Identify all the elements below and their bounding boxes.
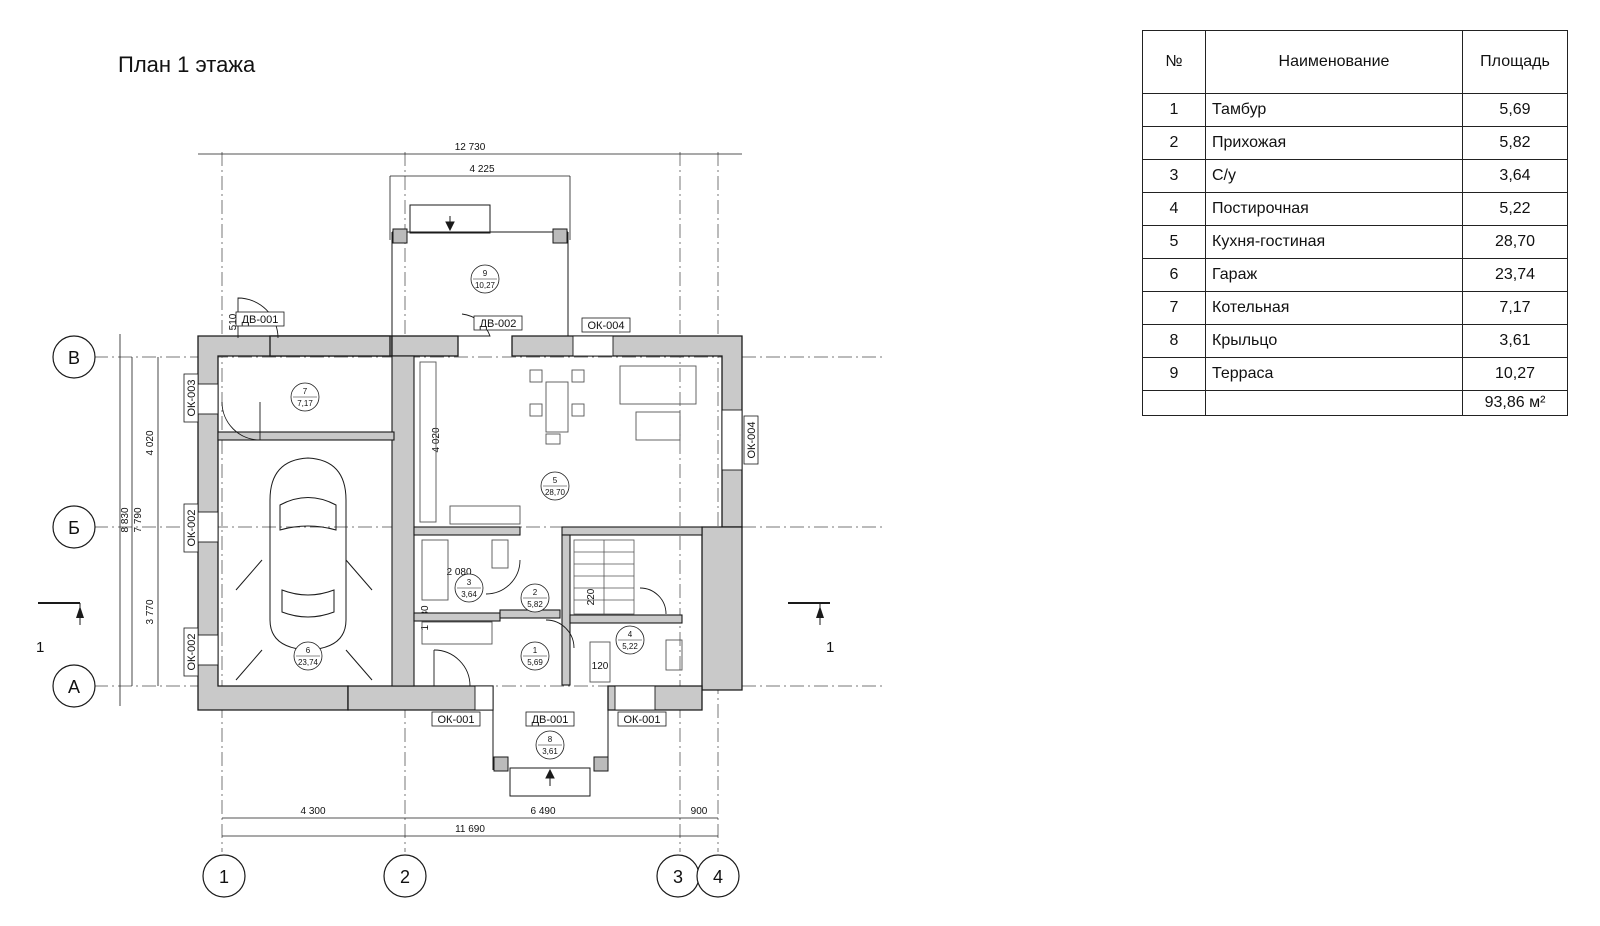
- header-area: Площадь: [1462, 30, 1568, 94]
- room-tag-4: 4 5,22: [615, 625, 645, 655]
- floor-plan: В Б А 1 2 3 4 12 730 4 225 8 830 7 790 4…: [36, 142, 885, 898]
- mark-ok001-left: ОК-001: [438, 714, 475, 726]
- svg-text:10,27: 10,27: [475, 281, 496, 290]
- interior-walls: [217, 355, 703, 687]
- svg-text:8: 8: [548, 735, 553, 744]
- table-header-row: № Наименование Площадь: [1142, 30, 1568, 94]
- axis-bubble-v: [52, 335, 96, 379]
- mark-ok001-right: ОК-001: [624, 714, 661, 726]
- mark-ok004-right: ОК-004: [746, 422, 758, 459]
- dim-top-porch: 4 225: [469, 164, 494, 175]
- furniture: [419, 361, 697, 683]
- windows: [197, 335, 743, 711]
- svg-text:5,69: 5,69: [527, 658, 543, 667]
- room-tags: 1 5,69 2 5,82 3 3,64 4 5,22 5 28,70: [290, 264, 645, 760]
- room-tag-3: 3 3,64: [454, 573, 484, 603]
- dim-top-overall: 12 730: [455, 142, 486, 153]
- dim-inner-small: 120: [592, 661, 609, 672]
- section-label-right: 1: [826, 639, 834, 656]
- dim-left-overall: 8 830: [120, 507, 131, 532]
- svg-text:3,61: 3,61: [542, 747, 558, 756]
- axis-bubbles: [52, 335, 740, 898]
- dim-inner-step: 220: [586, 588, 597, 605]
- svg-text:4: 4: [628, 630, 633, 639]
- mark-dv001-bottom: ДВ-001: [532, 714, 569, 726]
- svg-text:1: 1: [533, 646, 538, 655]
- dim-bottom-b: 6 490: [530, 806, 555, 817]
- porch: [492, 710, 609, 797]
- mark-ok004-top: ОК-004: [588, 320, 625, 332]
- axis-label-b: Б: [68, 518, 80, 538]
- mark-dv002: ДВ-002: [480, 318, 517, 330]
- dim-bottom-a: 4 300: [300, 806, 325, 817]
- svg-text:6: 6: [306, 646, 311, 655]
- room-tag-6: 6 23,74: [293, 641, 323, 671]
- dim-left-lower: 3 770: [145, 599, 156, 624]
- svg-text:7: 7: [303, 387, 308, 396]
- svg-text:3: 3: [467, 578, 472, 587]
- mark-ok003: ОК-003: [186, 380, 198, 417]
- dimension-lines: [119, 153, 742, 837]
- mark-dv001-top: ДВ-001: [242, 314, 279, 326]
- exterior-walls: [197, 335, 743, 711]
- dim-left-upper: 4 020: [145, 430, 156, 455]
- room-tag-8: 8 3,61: [535, 730, 565, 760]
- total-area: 93,86 м²: [1462, 390, 1568, 416]
- mark-ok002-low: ОК-002: [186, 634, 198, 671]
- staircase: [573, 539, 635, 615]
- svg-text:5: 5: [553, 476, 558, 485]
- header-num: №: [1142, 30, 1206, 94]
- dim-left-inner: 7 790: [133, 507, 144, 532]
- dim-inner-hall: 2 080: [446, 567, 471, 578]
- car-icon: [235, 457, 373, 681]
- room-tag-7: 7 7,17: [290, 382, 320, 412]
- axis-label-1: 1: [219, 867, 229, 887]
- header-name: Наименование: [1205, 30, 1463, 94]
- table-total-row: 93,86 м²: [1142, 390, 1568, 416]
- dim-bottom-c: 900: [691, 806, 708, 817]
- room-tag-5: 5 28,70: [540, 471, 570, 501]
- dim-inner-door: 510: [228, 313, 239, 330]
- axis-label-4: 4: [713, 867, 723, 887]
- svg-text:3,64: 3,64: [461, 590, 477, 599]
- section-label-left: 1: [36, 639, 44, 656]
- axis-label-3: 3: [673, 867, 683, 887]
- room-tag-1: 1 5,69: [520, 641, 550, 671]
- axis-bubble-2: [383, 854, 427, 898]
- terrace: [391, 204, 569, 336]
- section-marker-right: [788, 602, 830, 625]
- mark-tags: ДВ-001 ДВ-002 ОК-004 ОК-004 ОК-003 ОК-00…: [183, 311, 759, 727]
- axis-label-2: 2: [400, 867, 410, 887]
- mark-ok002-mid: ОК-002: [186, 510, 198, 547]
- svg-text:2: 2: [533, 588, 538, 597]
- svg-text:5,82: 5,82: [527, 600, 543, 609]
- svg-text:28,70: 28,70: [545, 488, 566, 497]
- svg-text:5,22: 5,22: [622, 642, 638, 651]
- dim-bottom-total: 11 690: [455, 824, 485, 835]
- axis-bubble-b: [52, 505, 96, 549]
- dim-inner-living: 4 020: [431, 427, 442, 452]
- svg-text:9: 9: [483, 269, 488, 278]
- axis-label-a: А: [68, 677, 80, 697]
- svg-text:23,74: 23,74: [298, 658, 319, 667]
- page-title: План 1 этажа: [118, 52, 256, 77]
- axis-bubble-4: [696, 854, 740, 898]
- room-tag-9: 9 10,27: [470, 264, 500, 294]
- axis-bubble-1: [202, 854, 246, 898]
- section-marker-left: [38, 602, 84, 625]
- room-tag-2: 2 5,82: [520, 583, 550, 613]
- axis-bubble-a: [52, 664, 96, 708]
- svg-text:7,17: 7,17: [297, 399, 313, 408]
- axis-label-v: В: [68, 348, 80, 368]
